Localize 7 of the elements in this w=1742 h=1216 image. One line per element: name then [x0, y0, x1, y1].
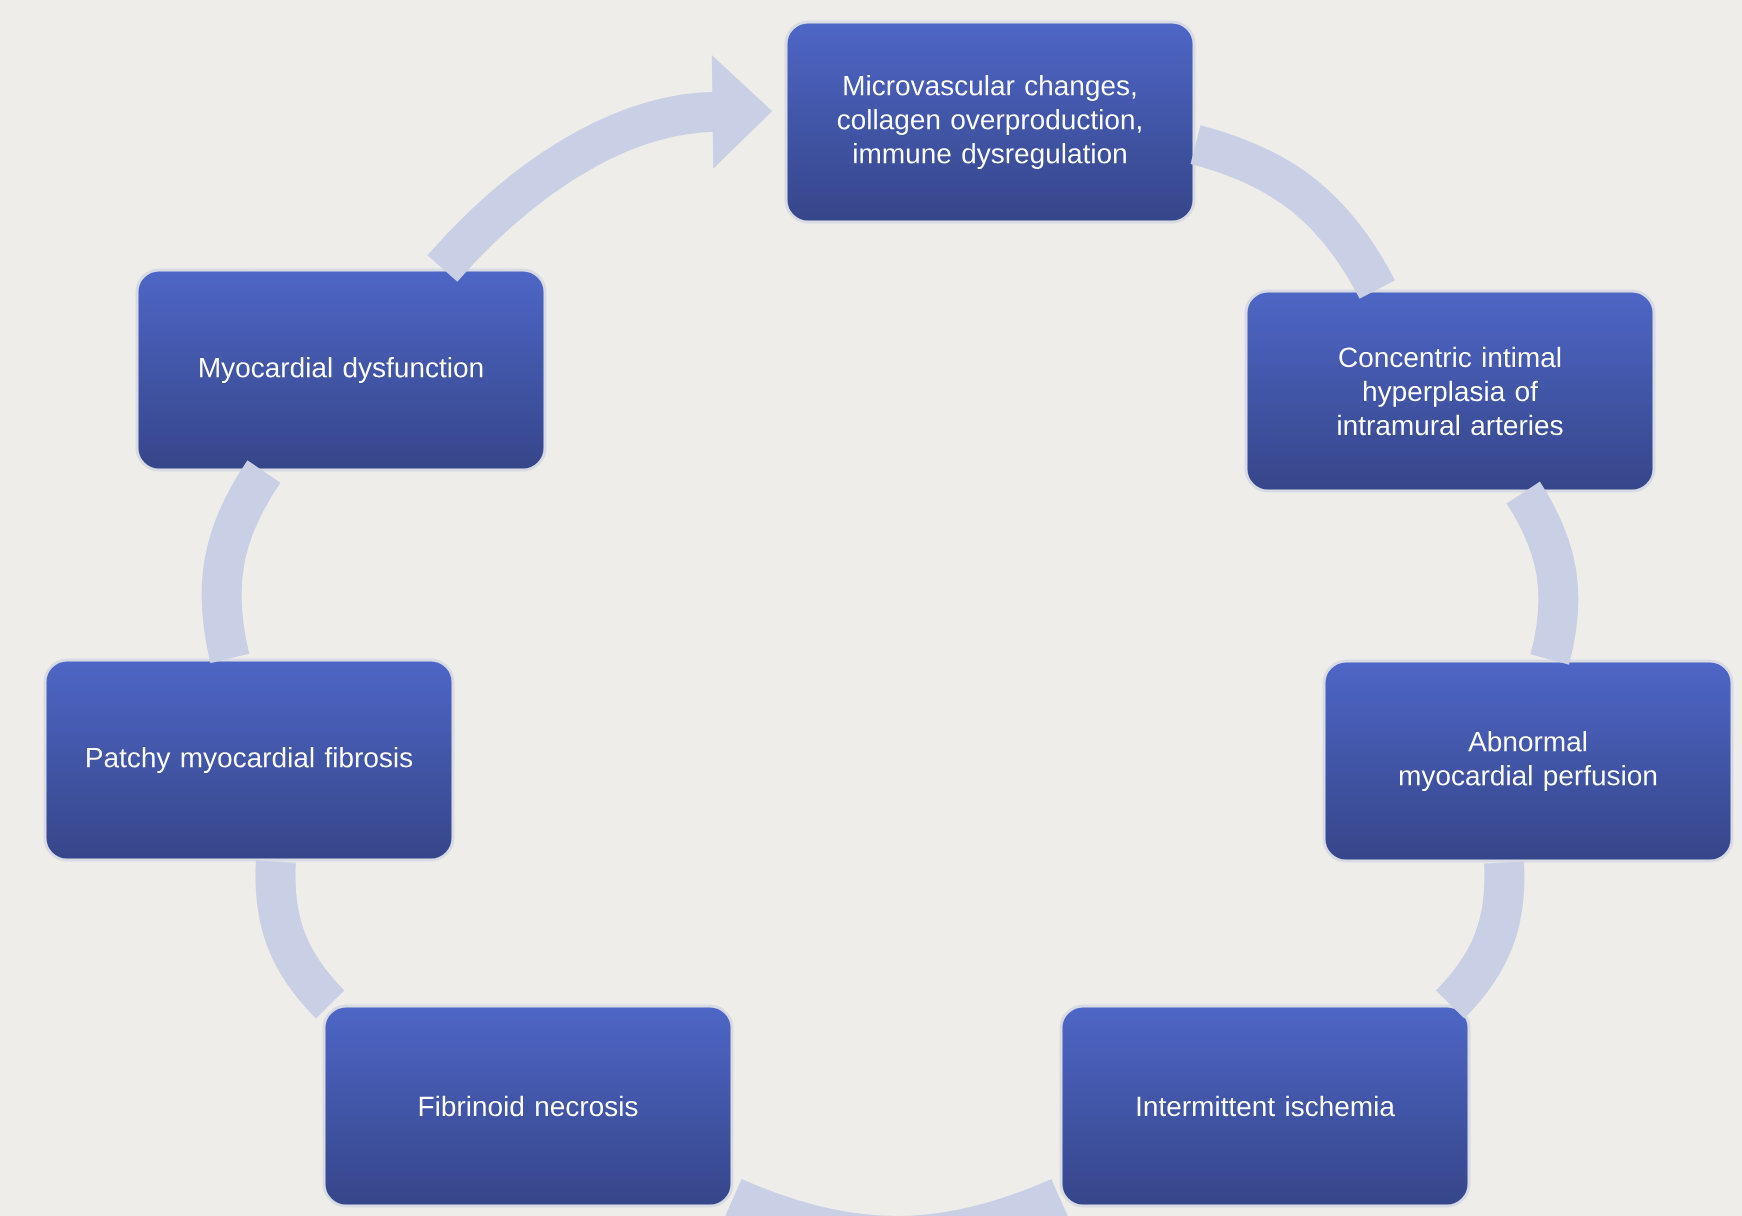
process-box: Abnormal myocardial perfusion: [1322, 659, 1734, 863]
process-box: Microvascular changes, collagen overproduction, immune dysregulation: [784, 20, 1196, 224]
process-box: Fibrinoid necrosis: [322, 1004, 734, 1208]
process-box: Concentric intimal hyperplasia of intramural arteries: [1244, 289, 1656, 493]
process-box: Intermittent ischemia: [1059, 1004, 1471, 1208]
process-box: Myocardial dysfunction: [135, 268, 547, 472]
process-box: Patchy myocardial fibrosis: [43, 658, 455, 862]
